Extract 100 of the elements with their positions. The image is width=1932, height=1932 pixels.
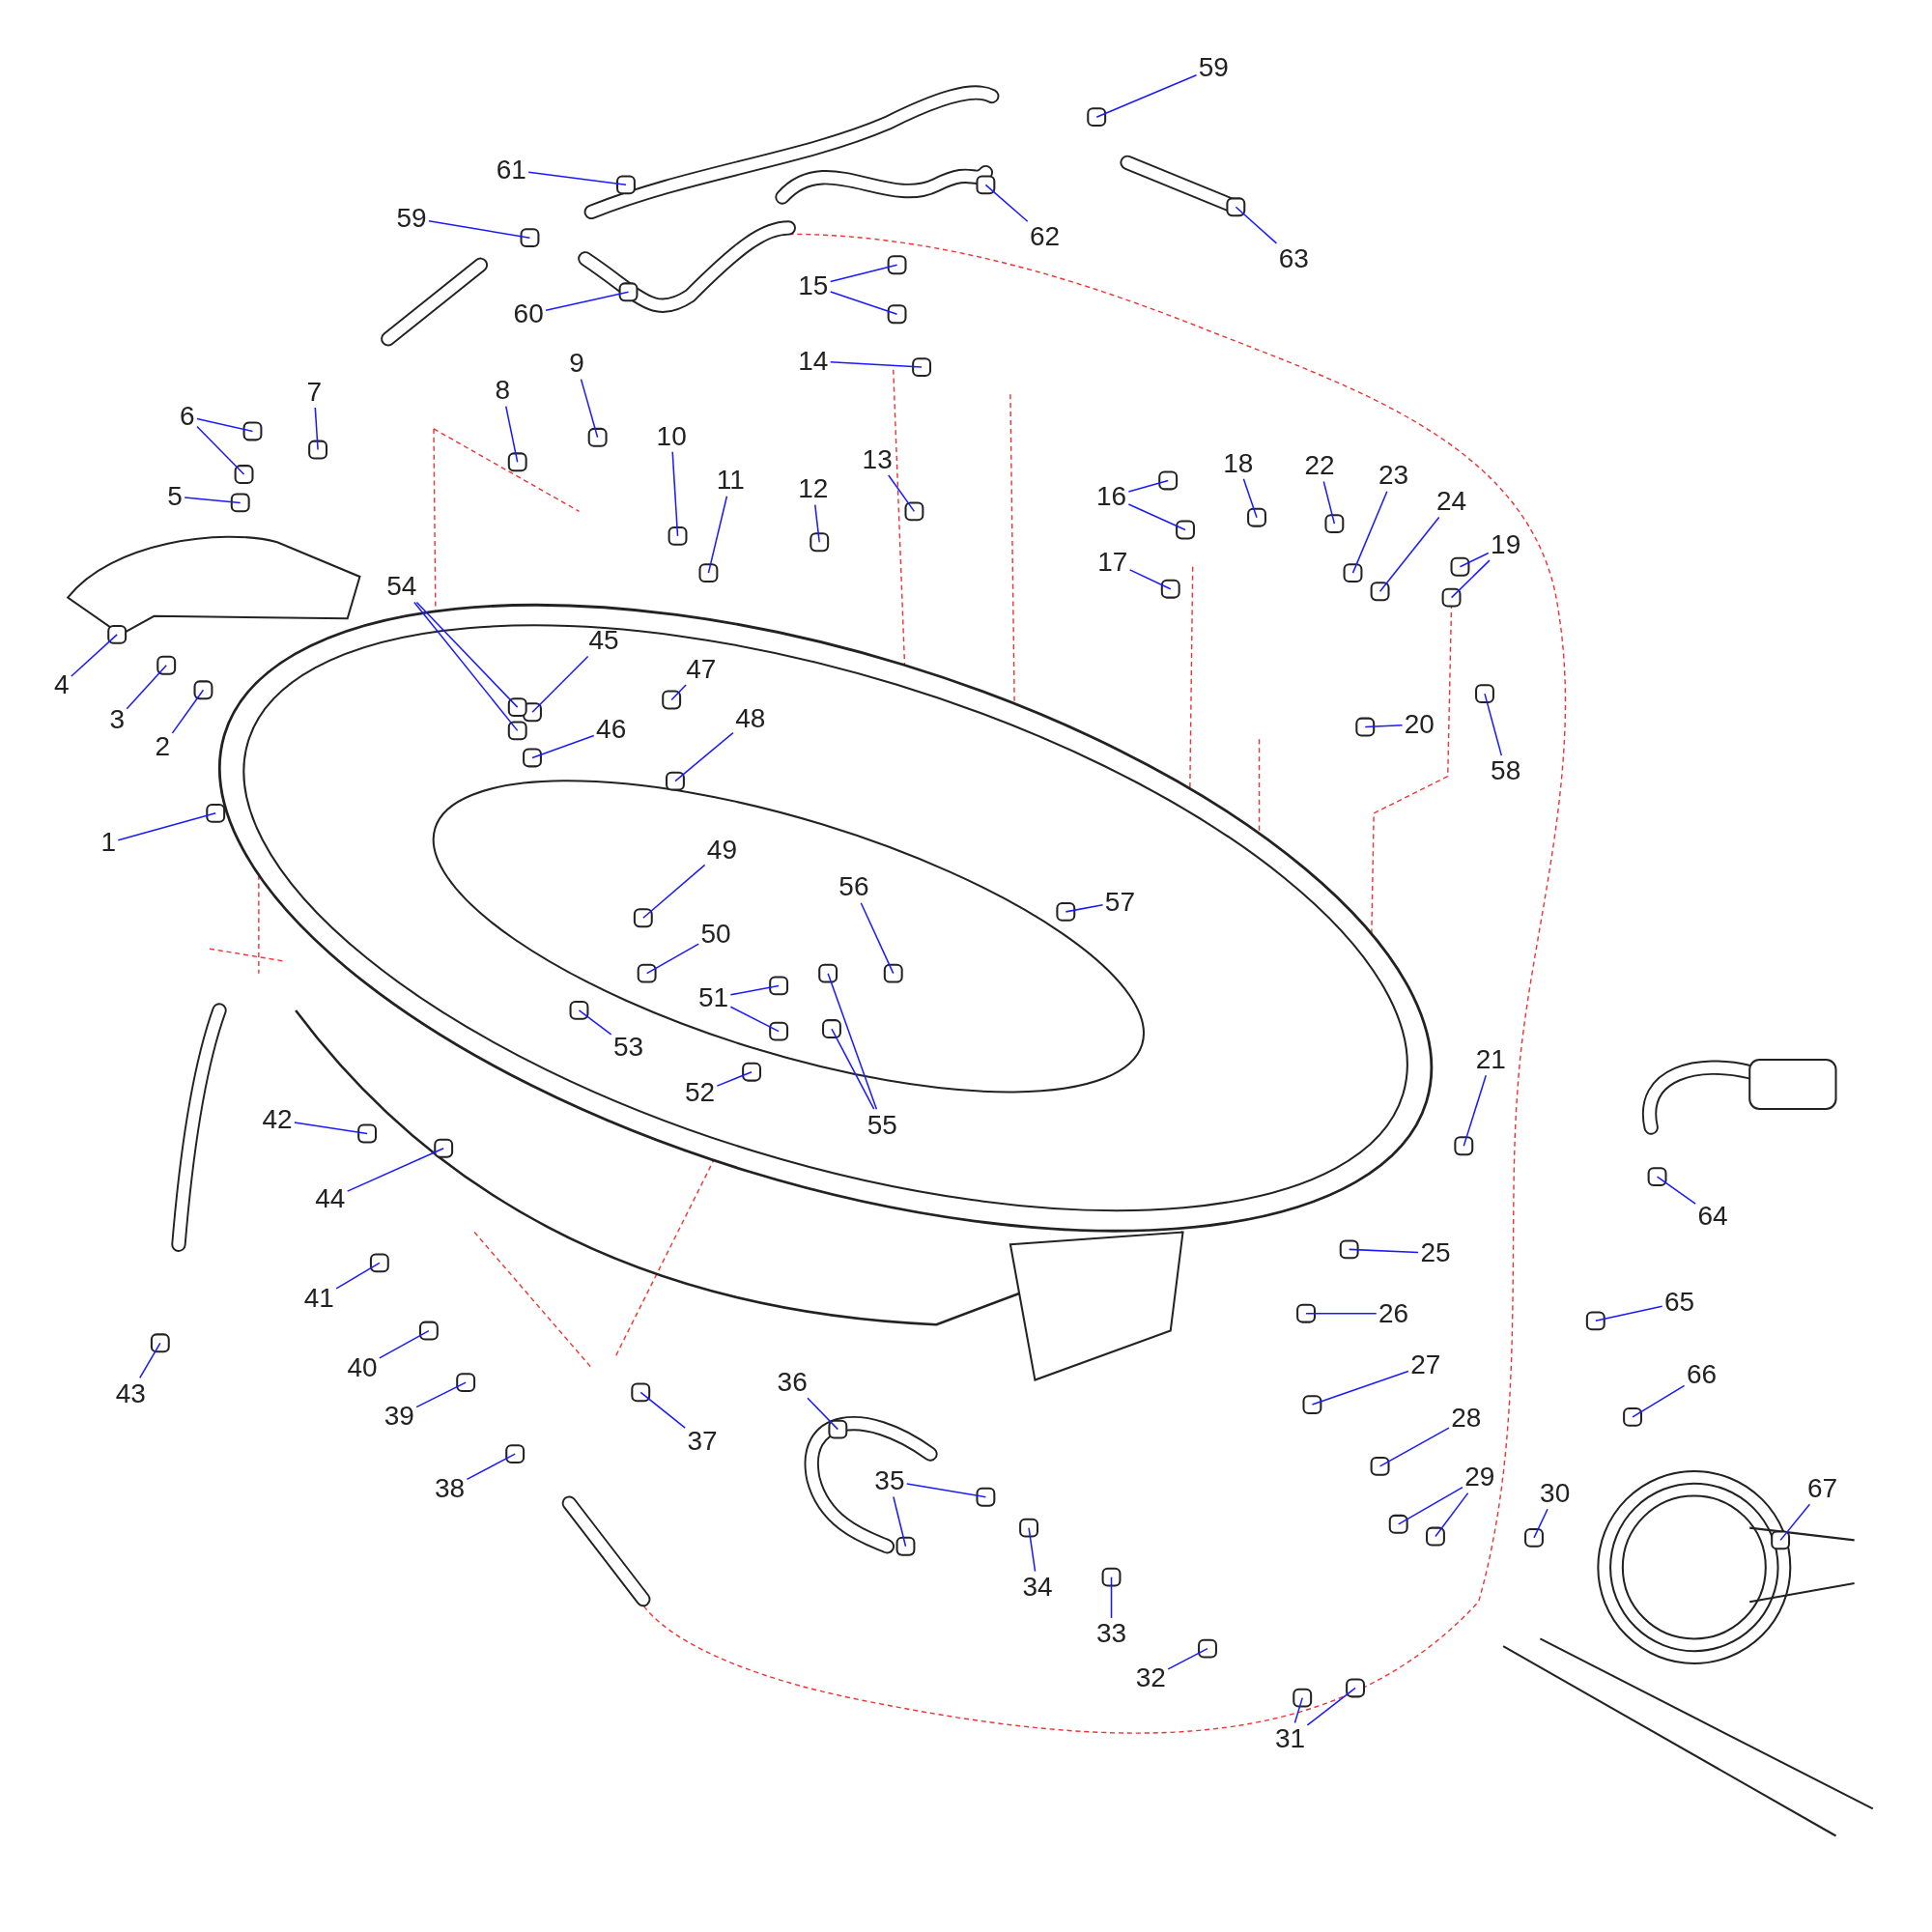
leader-line [466, 1453, 516, 1481]
leader-line [545, 291, 630, 312]
callout-number: 13 [861, 444, 894, 474]
leader-line [504, 405, 519, 464]
leader-line [1533, 1508, 1548, 1539]
callout-number: 59 [395, 203, 428, 233]
callout-number: 51 [696, 983, 730, 1013]
leader-line [906, 1483, 987, 1498]
callout-number: 34 [1021, 1572, 1054, 1602]
callout-number: 18 [1222, 448, 1255, 478]
callout-number: 52 [683, 1078, 717, 1108]
callout-number: 7 [305, 377, 324, 407]
callout-number: 42 [261, 1105, 294, 1135]
leader-line [829, 291, 898, 316]
leader-line [893, 1495, 907, 1548]
callout-number: 4 [53, 670, 71, 700]
callout-number: 37 [686, 1427, 719, 1457]
leader-line [415, 1381, 467, 1408]
callout-number: 40 [346, 1352, 379, 1382]
leader-line [707, 496, 728, 574]
leader-line [1779, 1503, 1811, 1542]
callout-number: 65 [1662, 1288, 1696, 1318]
callout-number: 54 [385, 572, 418, 602]
callout-number: 1 [99, 828, 117, 858]
leader-line [984, 184, 1029, 222]
callout-number: 43 [114, 1378, 147, 1408]
leader-line [829, 264, 898, 283]
callout-number: 49 [705, 836, 738, 866]
leader-line [1293, 1696, 1303, 1724]
leader-line [126, 665, 167, 710]
leader-line [670, 684, 687, 701]
leader-line [642, 864, 706, 920]
leader-line [1484, 693, 1503, 756]
callout-number: 38 [433, 1473, 467, 1503]
leader-line [314, 407, 319, 451]
leader-line [674, 731, 734, 782]
leader-line [829, 360, 923, 368]
callout-number: 47 [685, 654, 718, 684]
leader-line [1450, 559, 1491, 599]
callout-number: 41 [302, 1284, 335, 1314]
leader-line [827, 972, 878, 1110]
leader-line [1656, 1176, 1696, 1205]
leader-line [645, 943, 699, 975]
leader-line [1127, 503, 1186, 531]
callout-number: 22 [1303, 451, 1336, 481]
callout-number: 21 [1474, 1044, 1507, 1074]
leader-line [1311, 1370, 1409, 1406]
leader-line [413, 601, 519, 732]
leader-line [639, 1391, 686, 1429]
callout-number: 26 [1378, 1298, 1410, 1328]
callout-number: 17 [1096, 547, 1129, 577]
callout-number: 39 [383, 1401, 415, 1431]
leader-line [1028, 1526, 1037, 1573]
callout-number: 63 [1277, 243, 1310, 273]
callout-number: 8 [494, 376, 512, 406]
leader-line [888, 474, 916, 513]
callout-number: 59 [1197, 53, 1230, 83]
callout-number: 11 [715, 466, 746, 496]
callout-number: 14 [797, 346, 830, 376]
leader-line [1127, 479, 1169, 493]
leader-line [139, 1342, 161, 1379]
leader-line [1110, 1576, 1113, 1619]
leader-line [1235, 206, 1278, 244]
leader-line [531, 734, 595, 759]
callout-number: 50 [699, 919, 732, 949]
callout-number: 67 [1805, 1473, 1839, 1503]
leader-line [1322, 480, 1336, 525]
callout-number: 10 [655, 421, 688, 451]
leader-line [71, 634, 118, 677]
callout-number: 45 [587, 626, 620, 656]
callout-number: 66 [1685, 1360, 1719, 1390]
leader-line [1463, 1074, 1488, 1147]
callout-number: 44 [314, 1184, 347, 1214]
leader-line [807, 1397, 839, 1431]
leader-line [1459, 552, 1490, 568]
leader-line [1632, 1384, 1686, 1418]
leader-line [1364, 724, 1404, 728]
leader-line [1397, 1486, 1463, 1525]
leader-line [294, 1122, 368, 1135]
leader-line [729, 1006, 780, 1033]
leader-line [1306, 1687, 1356, 1726]
leader-line [1348, 1248, 1419, 1254]
callout-number: 3 [108, 704, 126, 734]
leader-line [1167, 1647, 1208, 1670]
callout-number: 28 [1450, 1404, 1483, 1434]
callout-number: 9 [568, 349, 585, 379]
callout-number: 20 [1403, 710, 1435, 739]
leader-line [729, 984, 780, 996]
leader-line [578, 1009, 612, 1036]
callout-number: 27 [1409, 1350, 1442, 1380]
callout-number: 2 [154, 731, 172, 761]
leader-line [860, 901, 895, 975]
callout-number: 23 [1378, 461, 1410, 491]
leader-line [196, 425, 245, 475]
leader-line [1242, 478, 1258, 519]
callout-number: 19 [1490, 529, 1522, 559]
leader-line [335, 1262, 381, 1290]
callout-number: 33 [1094, 1619, 1128, 1649]
leader-line [171, 689, 205, 734]
callout-number: 64 [1696, 1201, 1729, 1231]
